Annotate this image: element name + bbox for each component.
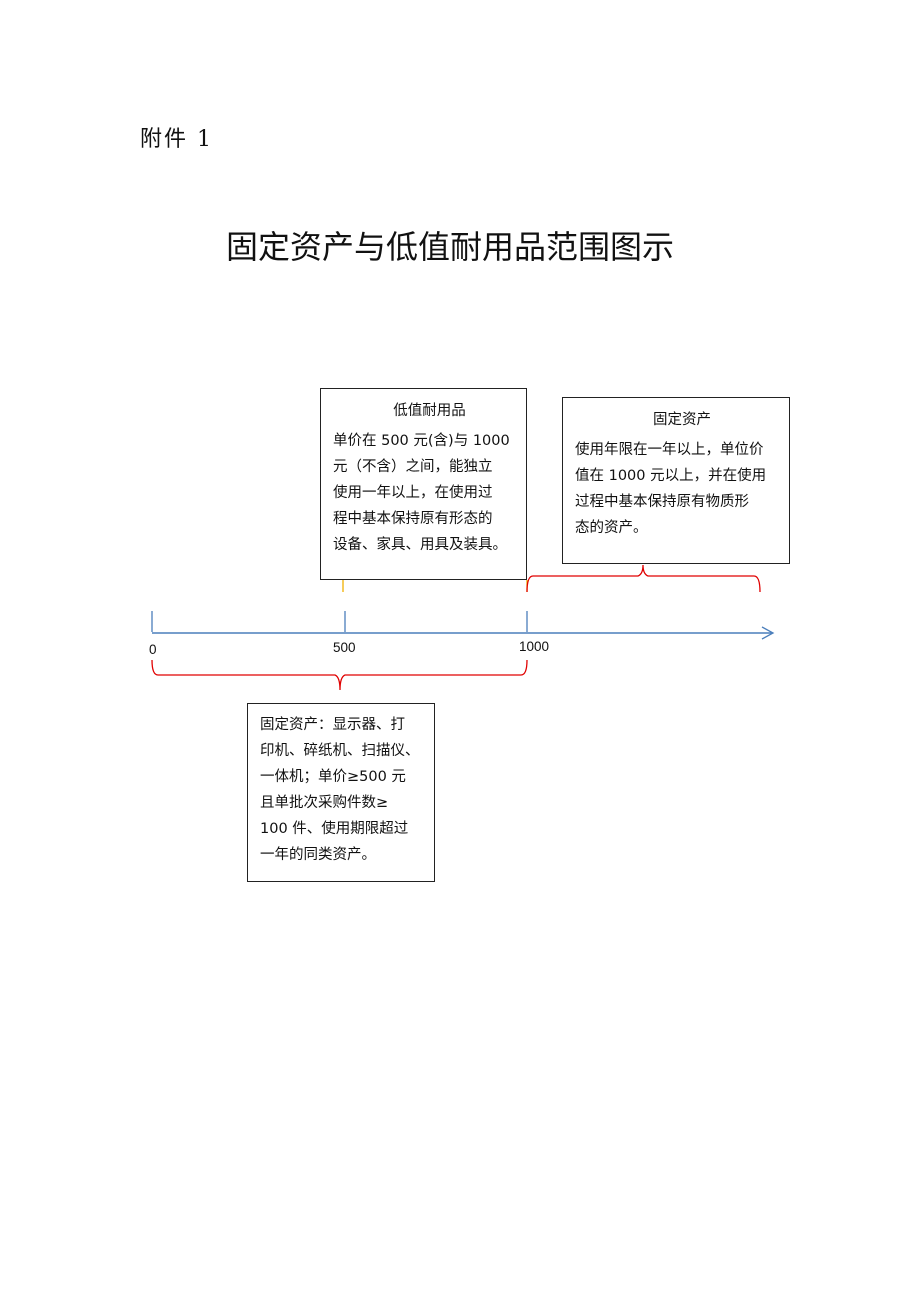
box-line: 态的资产。	[575, 520, 648, 536]
box-line: 使用一年以上，在使用过	[333, 485, 493, 501]
box-heading: 固定资产	[653, 412, 711, 428]
attachment-label: 附件 1	[140, 127, 213, 152]
tick-label-0: 0	[149, 642, 157, 657]
box-line: 值在 1000 元以上，并在使用	[575, 468, 767, 484]
box-line: 一体机；单价≥500 元	[260, 769, 406, 785]
box-line: 过程中基本保持原有物质形	[575, 494, 749, 510]
axis-arrowhead	[761, 626, 775, 640]
box-line: 元（不含）之间，能独立	[333, 459, 493, 475]
box-line: 单价在 500 元(含)与 1000	[333, 433, 510, 449]
tick-label-500: 500	[333, 640, 356, 655]
box-line: 使用年限在一年以上，单位价	[575, 442, 764, 458]
tick-label-1000: 1000	[519, 639, 550, 654]
box-line: 固定资产：显示器、打	[260, 717, 405, 733]
box-line: 100 件、使用期限超过	[260, 821, 409, 837]
page-title: 固定资产与低值耐用品范围图示	[225, 228, 674, 266]
box-heading: 低值耐用品	[393, 403, 466, 419]
low-value-durables-box: 低值耐用品 单价在 500 元(含)与 1000 元（不含）之间，能独立 使用一…	[320, 388, 527, 580]
box-line: 一年的同类资产。	[260, 847, 376, 863]
brace-0-1000	[151, 659, 528, 691]
brace-above-1000	[526, 564, 761, 593]
fixed-assets-high-box: 固定资产 使用年限在一年以上，单位价 值在 1000 元以上，并在使用 过程中基…	[562, 397, 790, 564]
fixed-assets-low-box: 固定资产：显示器、打 印机、碎纸机、扫描仪、 一体机；单价≥500 元 且单批次…	[247, 703, 435, 882]
box-line: 设备、家具、用具及装具。	[333, 537, 507, 553]
box-line: 且单批次采购件数≥	[260, 795, 389, 811]
box-line: 印机、碎纸机、扫描仪、	[260, 743, 420, 759]
box-line: 程中基本保持原有形态的	[333, 511, 493, 527]
